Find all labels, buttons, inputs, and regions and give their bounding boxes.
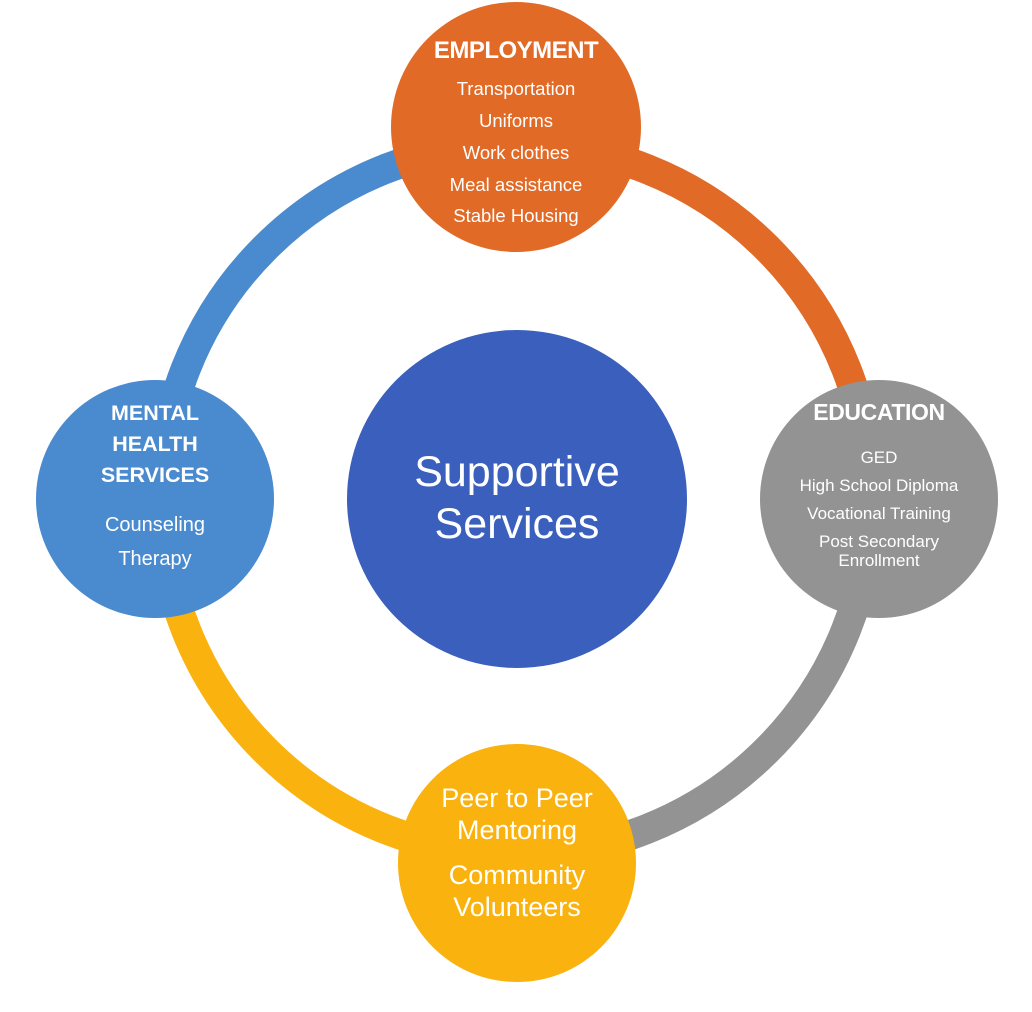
center-node-supportive-services: Supportive Services [347,330,687,668]
center-label: Supportive Services [414,448,620,548]
education-title: EDUCATION [813,399,945,425]
employment-item: Uniforms [478,110,553,132]
education-item: Post Secondary Enrollment [818,532,939,571]
education-node: EDUCATION GED High School Diploma Vocati… [760,380,998,618]
mental-health-item: Counseling [104,513,206,536]
employment-item: Meal assistance [449,173,583,195]
employment-item: Transportation [456,78,576,100]
peer-item: Peer to Peer Mentoring [441,783,593,846]
mental-health-node: MENTAL HEALTH SERVICES Counseling Therap… [36,380,274,618]
peer-mentoring-node: Peer to Peer Mentoring Community Volunte… [398,744,636,982]
employment-item: Stable Housing [453,205,579,227]
education-item: High School Diploma [799,476,959,496]
education-item: Vocational Training [807,504,951,524]
employment-item: Work clothes [462,141,570,163]
employment-node: EMPLOYMENT Transportation Uniforms Work … [391,2,641,252]
mental-health-title: MENTAL HEALTH SERVICES [100,401,210,488]
education-item: GED [860,448,898,468]
peer-item: Community Volunteers [448,859,586,923]
mental-health-item: Therapy [118,547,192,570]
employment-title: EMPLOYMENT [433,37,599,64]
